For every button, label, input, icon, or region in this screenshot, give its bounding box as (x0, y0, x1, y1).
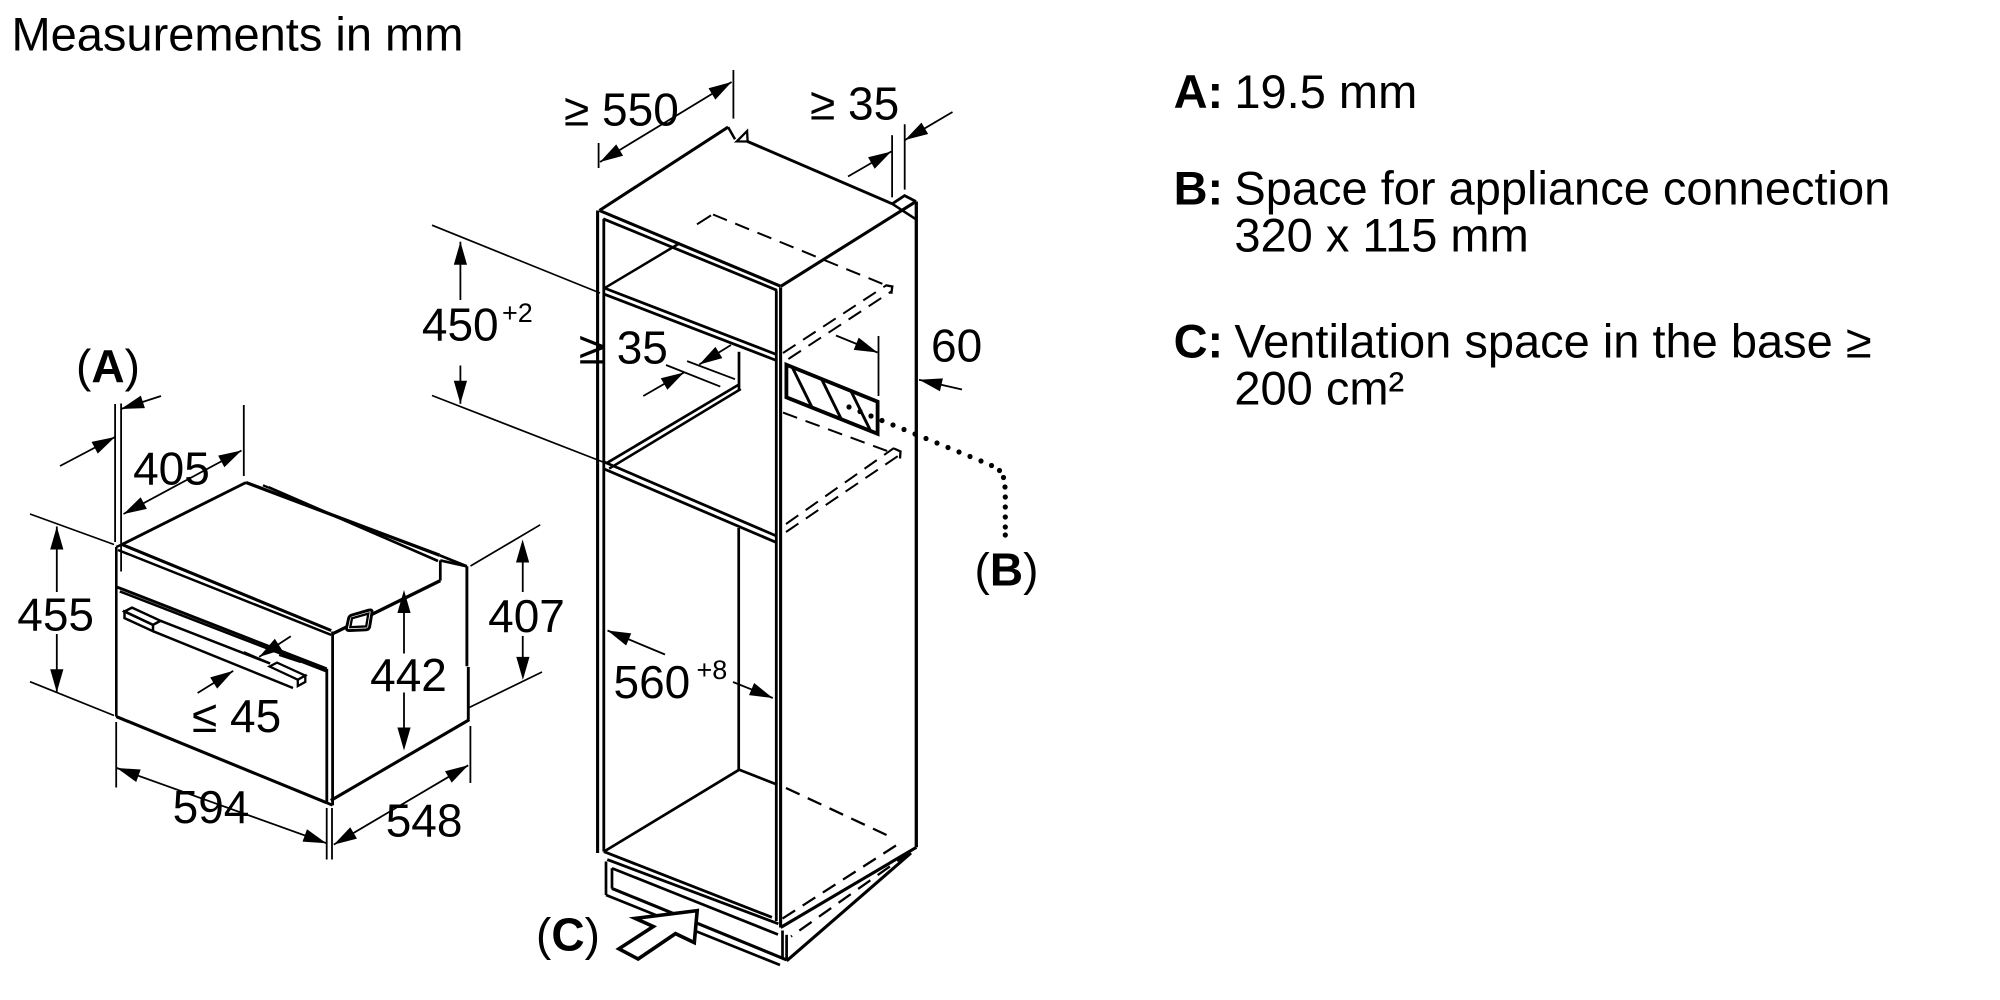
svg-text:407: 407 (488, 590, 565, 642)
svg-text:≥ 35: ≥ 35 (810, 78, 899, 130)
svg-text:Measurements in mm: Measurements in mm (12, 8, 464, 61)
svg-text:19.5 mm: 19.5 mm (1234, 65, 1417, 118)
svg-text:405: 405 (133, 443, 210, 495)
svg-text:+2: +2 (502, 298, 533, 328)
svg-text:(C): (C) (536, 909, 600, 961)
svg-text:320 x 115 mm: 320 x 115 mm (1234, 209, 1528, 262)
svg-text:Ventilation space in the base: Ventilation space in the base ≥ (1234, 314, 1871, 367)
svg-text:594: 594 (173, 781, 250, 833)
svg-text:≥ 550: ≥ 550 (564, 84, 679, 136)
svg-text:442: 442 (370, 649, 447, 701)
svg-text:548: 548 (386, 794, 463, 846)
svg-text:450: 450 (422, 298, 499, 350)
svg-text:560: 560 (614, 656, 691, 708)
svg-text:B:: B: (1174, 162, 1224, 215)
svg-text:60: 60 (931, 320, 982, 372)
svg-text:(B): (B) (975, 544, 1039, 596)
svg-text:+8: +8 (697, 655, 728, 685)
svg-text:Space for appliance connection: Space for appliance connection (1234, 162, 1890, 215)
svg-text:C:: C: (1174, 314, 1224, 367)
svg-text:200 cm²: 200 cm² (1234, 361, 1404, 414)
svg-text:(A): (A) (76, 340, 140, 392)
svg-text:455: 455 (17, 589, 94, 641)
svg-text:A:: A: (1174, 65, 1224, 118)
svg-text:≤ 45: ≤ 45 (192, 690, 281, 742)
svg-text:≥ 35: ≥ 35 (579, 322, 668, 374)
